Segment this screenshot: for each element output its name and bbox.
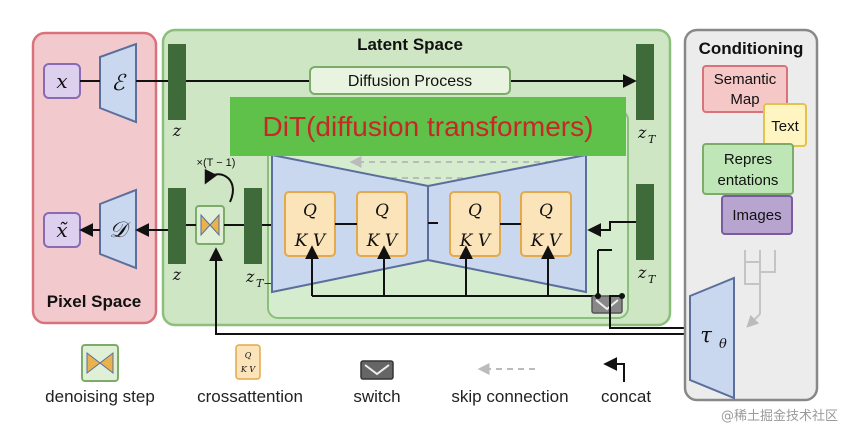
legend-mini-kv: K V [240, 365, 257, 374]
legend-denoising-step: denoising step [45, 344, 155, 406]
latent-z-bottom-bar [168, 188, 186, 264]
tau-encoder-sub: θ [719, 337, 727, 352]
decoder-label: 𝒟 [109, 218, 131, 243]
representations-box [702, 143, 794, 195]
attention-q-label: Q [539, 201, 553, 221]
output-image-label: x̃ [56, 218, 68, 242]
denoising-step-right-tri [209, 213, 220, 237]
semantic-map-box [702, 65, 788, 113]
images-label: Images [732, 207, 781, 224]
latent-zT-bottom-sub: T [648, 273, 657, 286]
attention-q-label: Q [468, 201, 482, 221]
representations-line1: Repres [724, 151, 772, 168]
latent-z-top-label: z [172, 121, 182, 140]
tau-encoder-shape [689, 276, 735, 400]
latent-zT-bottom-label: z [637, 263, 647, 282]
conditioning-panel: Conditioning Semantic Map Text Images Re… [683, 28, 819, 402]
tau-encoder-label: τ [700, 323, 712, 347]
text-cond-label: Text [771, 118, 799, 135]
representations-line2: entations [718, 172, 779, 189]
legend-concat: concat [601, 357, 651, 406]
denoising-step-left-tri [200, 213, 211, 237]
semantic-map-line2: Map [730, 91, 759, 108]
legend-denoising-step-label: denoising step [45, 387, 155, 406]
latent-zT-top-sub: T [648, 133, 657, 146]
latent-zT1-bar [244, 188, 262, 264]
latent-z-bottom-label: z [172, 265, 182, 284]
latent-zT-top-label: z [637, 123, 647, 142]
loop-arrow [204, 168, 234, 203]
legend-crossattention: Q K V crossattention [197, 344, 303, 406]
watermark: @稀土掘金技术社区 [721, 408, 838, 424]
legend-skip-connection-label: skip connection [451, 387, 568, 406]
latent-zT-top-bar [636, 44, 654, 120]
images-box [721, 195, 793, 235]
pixel-space-title: Pixel Space [47, 292, 142, 311]
loop-label: ×(T − 1) [197, 157, 236, 169]
attention-kv-label: K V [459, 231, 492, 251]
dit-banner: DiT(diffusion transformers) [230, 97, 626, 156]
attention-q-label: Q [375, 201, 389, 221]
legend-crossattention-label: crossattention [197, 387, 303, 406]
dit-banner-text: DiT(diffusion transformers) [263, 111, 594, 142]
legend-mini-q: Q [245, 351, 252, 360]
legend-switch: switch [353, 360, 401, 406]
semantic-map-line1: Semantic [714, 71, 777, 88]
attention-block: Q K V [520, 191, 572, 257]
tau-to-step-concat [209, 247, 700, 335]
conditioning-tree-arrow [746, 313, 761, 328]
legend: denoising step Q K V crossattention swit… [45, 344, 651, 406]
zT-to-unet-arrow [587, 221, 636, 237]
diffusion-process-box [309, 66, 511, 95]
diffusion-process-label: Diffusion Process [348, 73, 472, 90]
latent-z-top-bar [168, 44, 186, 120]
latent-zT-bottom-bar [636, 184, 654, 260]
attention-q-label: Q [303, 201, 317, 221]
attention-block: Q K V [449, 191, 501, 257]
encoder-label: ℰ [111, 71, 127, 96]
attention-kv-label: K V [530, 231, 563, 251]
attention-kv-label: K V [294, 231, 327, 251]
encoder-shape [99, 42, 137, 124]
attention-kv-label: K V [366, 231, 399, 251]
attention-block: Q K V [284, 191, 336, 257]
tau-to-switch-line [609, 295, 700, 329]
input-image-label: x [56, 69, 67, 93]
latent-space-title: Latent Space [357, 35, 463, 54]
conditioning-tree [744, 250, 776, 314]
legend-switch-label: switch [353, 387, 400, 406]
legend-skip-connection: skip connection [451, 363, 569, 406]
decoder-shape [99, 188, 137, 270]
latent-zT1-label: z [245, 267, 255, 286]
legend-concat-label: concat [601, 387, 651, 406]
conditioning-title: Conditioning [699, 39, 804, 58]
pixel-space-panel: Pixel Space x ℰ 𝒟 x̃ [31, 31, 158, 325]
attention-block: Q K V [356, 191, 408, 257]
